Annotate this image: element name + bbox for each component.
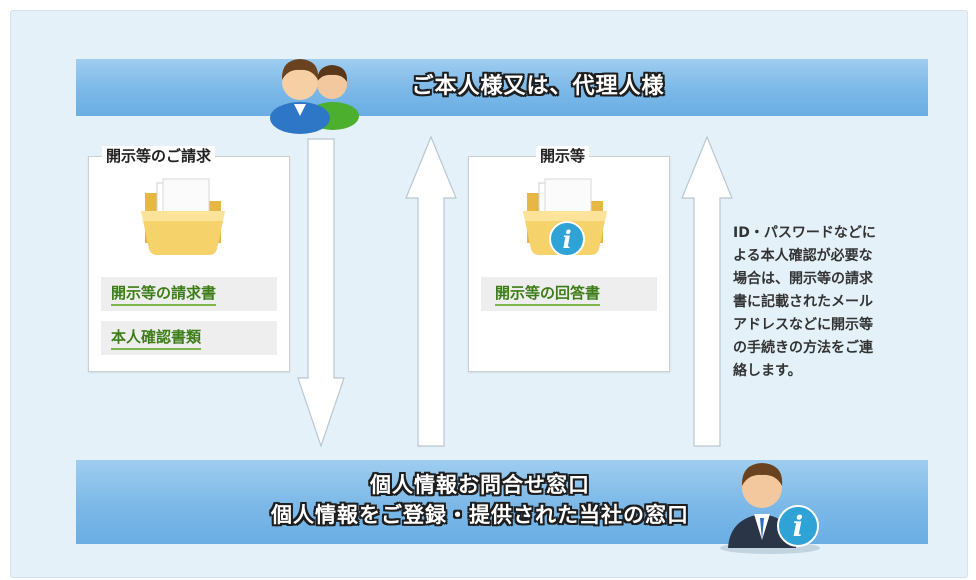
request-box-title: 開示等のご請求 xyxy=(102,146,216,166)
folder-info-icon: i xyxy=(523,178,607,257)
svg-text:i: i xyxy=(793,510,804,543)
up-arrow-left xyxy=(405,135,457,447)
response-form-item: 開示等の回答書 xyxy=(481,277,657,311)
contact-window-label: 個人情報お問合せ窓口 個人情報をご登録・提供された当社の窓口 xyxy=(200,470,760,530)
note-line: アドレスなどに開示等 xyxy=(733,317,873,333)
down-arrow xyxy=(297,138,345,448)
operator-info-icon: i xyxy=(720,463,820,554)
verification-note: ID・パスワードなどに よる本人確認が必要な 場合は、開示等の請求 書に記載され… xyxy=(733,222,943,383)
note-line: 書に記載されたメール xyxy=(733,294,873,310)
requester-band xyxy=(76,59,928,116)
contact-window-line1: 個人情報お問合せ窓口 xyxy=(370,473,590,497)
id-document-label: 本人確認書類 xyxy=(111,327,202,350)
disclosure-box-title: 開示等 xyxy=(536,146,590,166)
disclosure-box: i 開示等の回答書 xyxy=(468,156,670,372)
note-line: の手続きの方法をご連 xyxy=(733,340,873,356)
svg-text:i: i xyxy=(562,225,571,254)
id-document-item: 本人確認書類 xyxy=(101,321,277,355)
request-form-label: 開示等の請求書 xyxy=(111,283,217,306)
response-form-label: 開示等の回答書 xyxy=(495,283,601,306)
request-box: 開示等の請求書 本人確認書類 xyxy=(88,156,290,372)
note-line: ID・パスワードなどに xyxy=(733,225,876,241)
folder-icon xyxy=(141,178,225,255)
request-form-item: 開示等の請求書 xyxy=(101,277,277,311)
up-arrow-right xyxy=(681,135,733,447)
contact-window-line2: 個人情報をご登録・提供された当社の窓口 xyxy=(271,503,689,527)
users-icon xyxy=(270,59,359,134)
note-line: 場合は、開示等の請求 xyxy=(733,271,873,287)
requester-label: ご本人様又は、代理人様 xyxy=(411,74,665,99)
note-line: 絡します。 xyxy=(733,363,802,379)
note-line: よる本人確認が必要な xyxy=(733,248,873,264)
